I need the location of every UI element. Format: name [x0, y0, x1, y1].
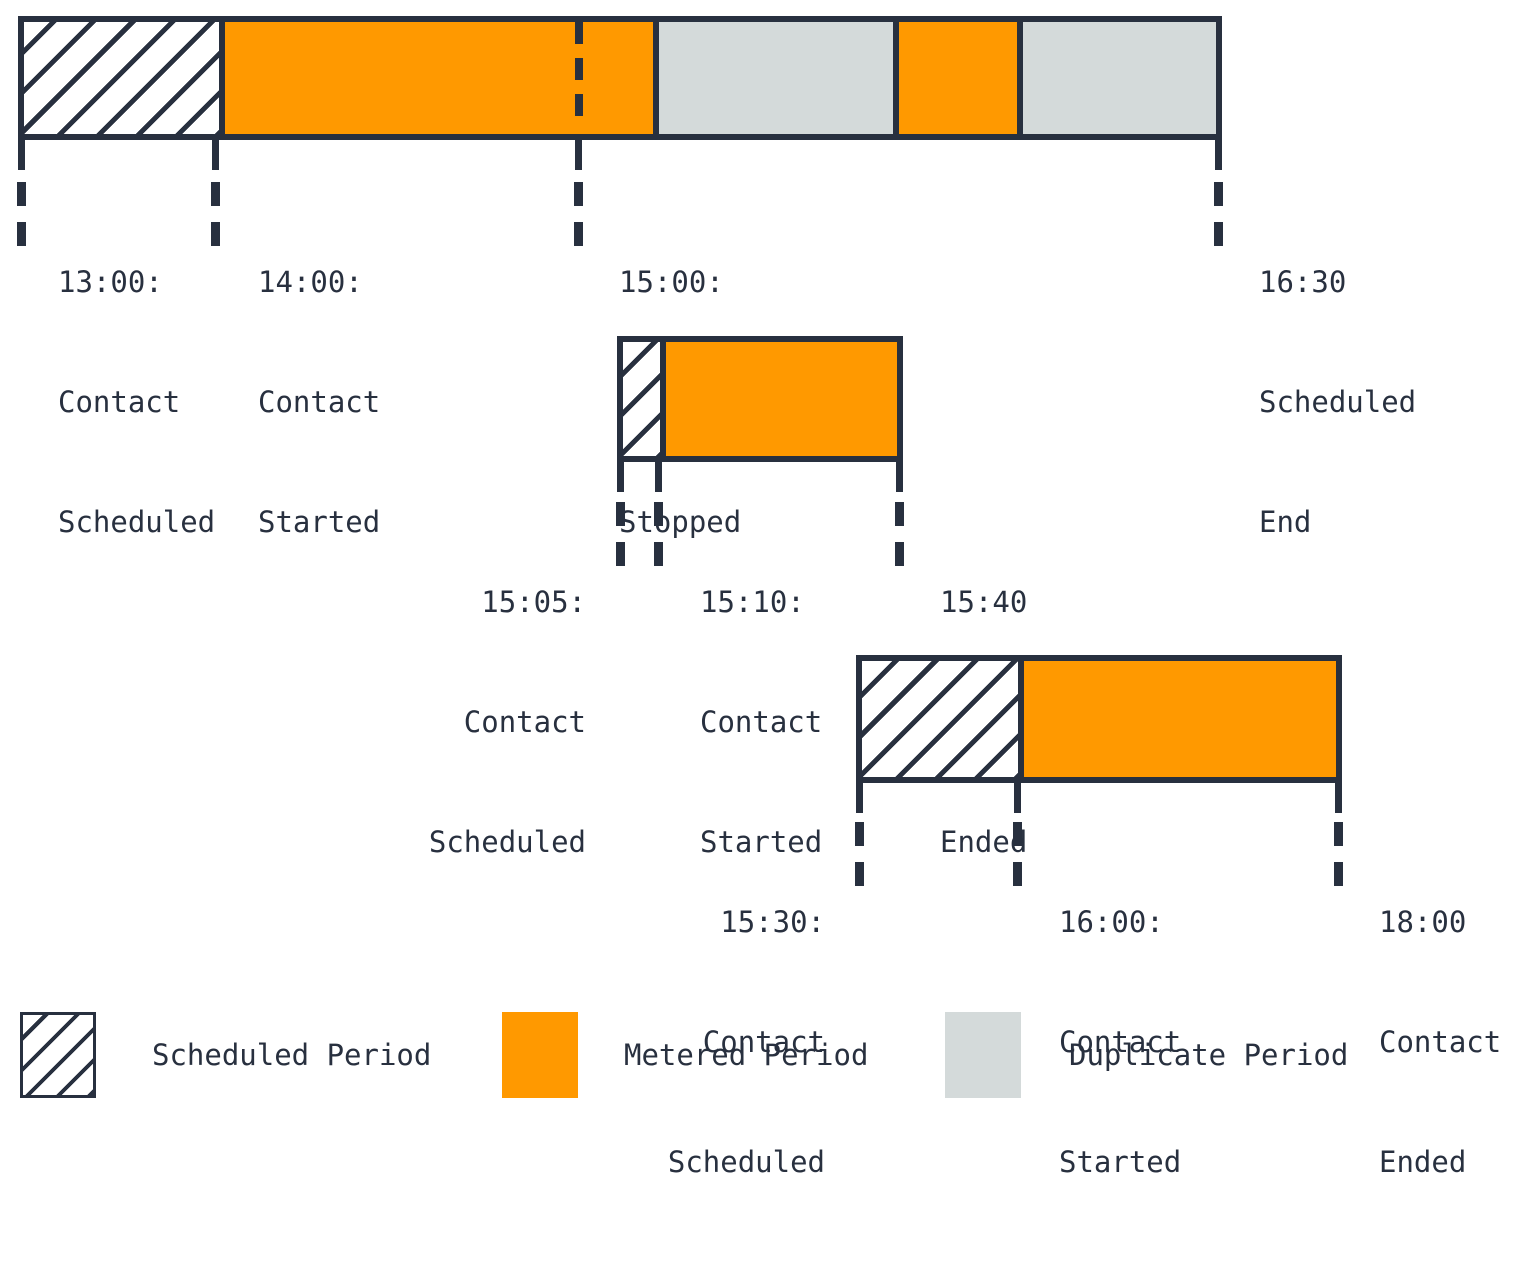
legend-swatch-metered-icon — [502, 1012, 578, 1098]
legend-swatch-duplicate-icon — [945, 1012, 1021, 1098]
contact-stopped-divider-row1 — [575, 22, 583, 134]
segment-metered-row1-a — [219, 22, 657, 134]
tick-label-line2: Contact — [1059, 1025, 1182, 1059]
tick-label-time: 15:00: — [619, 265, 724, 299]
tick-label-line3: Started — [700, 825, 823, 859]
tick-label-time: 13:00: — [58, 265, 163, 299]
tick-label-time: 15:05: — [481, 585, 586, 619]
legend-item-scheduled: Scheduled Period — [20, 1000, 431, 1110]
segment-scheduled-row2 — [623, 342, 663, 456]
tick-stem-row1-1400 — [212, 140, 219, 170]
timeline-bar-row1 — [18, 16, 1222, 140]
tick-label-row2-1510: 15:10: Contact Started — [700, 502, 900, 942]
tick-dash-row1-1500 — [574, 182, 583, 246]
legend-label-metered: Metered Period — [624, 1038, 869, 1072]
tick-label-time: 16:30 — [1259, 265, 1347, 299]
tick-stem-row1-1500 — [575, 140, 582, 170]
tick-label-line3: Scheduled — [58, 505, 216, 539]
tick-label-line2: Contact — [702, 1025, 825, 1059]
segment-scheduled-row1 — [24, 22, 223, 134]
tick-stem-row1-1630 — [1215, 140, 1222, 170]
legend-item-metered: Metered Period — [502, 1000, 868, 1110]
tick-label-line3: Ended — [940, 825, 1028, 859]
tick-label-line2: Contact — [258, 385, 381, 419]
timeline-bar-row2 — [617, 336, 903, 462]
tick-dash-row1-1300 — [17, 182, 26, 246]
tick-label-row2-1505: 15:05: Contact Scheduled — [336, 502, 586, 942]
tick-dash-row2-1510 — [654, 502, 663, 566]
tick-stem-row2-1540 — [896, 462, 903, 492]
tick-dash-row3-1800 — [1334, 822, 1343, 886]
tick-stem-row1-1300 — [18, 140, 25, 170]
segment-metered-row3 — [1017, 661, 1336, 777]
tick-label-time: 14:00: — [258, 265, 363, 299]
tick-label-line3: Stopped — [619, 505, 742, 539]
tick-label-row1-1400: 14:00: Contact Started — [258, 182, 438, 622]
tick-label-time: 15:40 — [940, 585, 1028, 619]
tick-stem-row3-1800 — [1335, 783, 1342, 813]
segment-duplicate-row1-b — [1017, 22, 1216, 134]
tick-label-line2: Scheduled — [1259, 385, 1417, 419]
tick-label-time: 15:30: — [720, 905, 825, 939]
legend: Scheduled Period Metered Period Duplicat… — [0, 1000, 1532, 1110]
legend-label-scheduled: Scheduled Period — [152, 1038, 432, 1072]
tick-label-line2: Contact — [58, 385, 181, 419]
tick-label-time: 16:00: — [1059, 905, 1164, 939]
tick-label-line3: Ended — [1379, 1145, 1467, 1179]
tick-dash-row1-1400 — [211, 182, 220, 246]
timeline-bar-row3 — [856, 655, 1342, 783]
tick-label-line3: Started — [258, 505, 381, 539]
tick-dash-row3-1600 — [1013, 822, 1022, 886]
tick-label-line3: Started — [1059, 1145, 1182, 1179]
tick-stem-row3-1530 — [856, 783, 863, 813]
tick-label-row1-1300: 13:00: Contact Scheduled — [58, 182, 238, 622]
tick-stem-row2-1510 — [655, 462, 662, 492]
legend-swatch-scheduled-icon — [20, 1012, 96, 1098]
tick-dash-row2-1540 — [895, 502, 904, 566]
legend-label-duplicate: Duplicate Period — [1069, 1038, 1349, 1072]
tick-dash-row3-1530 — [855, 822, 864, 886]
segment-duplicate-row1-a — [653, 22, 897, 134]
tick-label-line3: Scheduled — [667, 1145, 825, 1179]
timeline-diagram: 13:00: Contact Scheduled 14:00: Contact … — [0, 16, 1532, 1179]
tick-label-line2: Contact — [463, 705, 586, 739]
segment-metered-row2 — [659, 342, 897, 456]
tick-label-line3: End — [1259, 505, 1312, 539]
tick-stem-row3-1600 — [1014, 783, 1021, 813]
segment-scheduled-row3 — [862, 661, 1021, 777]
segment-metered-row1-b — [893, 22, 1021, 134]
tick-label-line2: Contact — [1379, 1025, 1502, 1059]
legend-item-duplicate: Duplicate Period — [945, 1000, 1348, 1110]
tick-label-time: 15:10: — [700, 585, 805, 619]
tick-dash-row2-1505 — [616, 502, 625, 566]
tick-dash-row1-1630 — [1214, 182, 1223, 246]
tick-label-row1-1630: 16:30 Scheduled End — [1259, 182, 1459, 622]
tick-label-time: 18:00 — [1379, 905, 1467, 939]
tick-label-line2: Contact — [700, 705, 823, 739]
tick-stem-row2-1505 — [617, 462, 624, 492]
tick-label-line3: Scheduled — [428, 825, 586, 859]
